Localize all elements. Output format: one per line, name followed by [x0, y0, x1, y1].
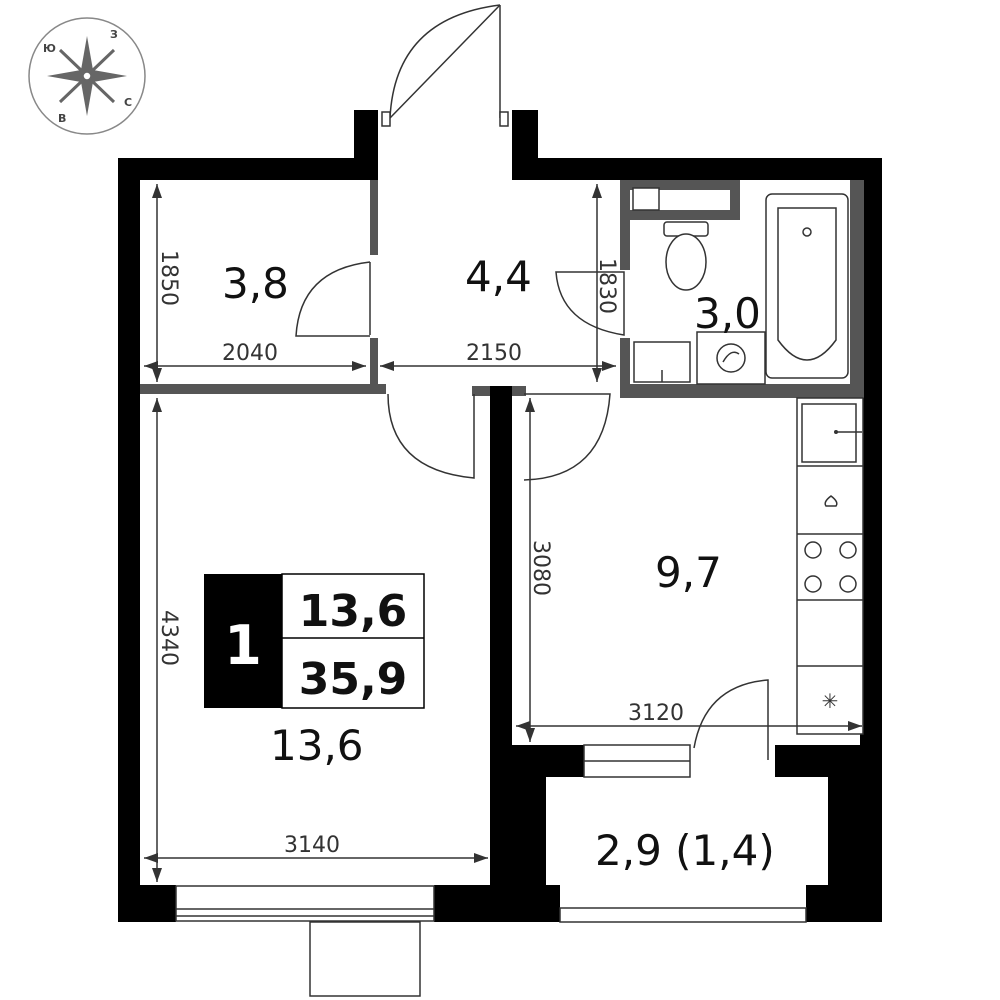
- room-area-hall: 4,4: [465, 252, 532, 301]
- room-area-kitchen: 9,7: [655, 548, 722, 597]
- compass-ring: [28, 17, 146, 135]
- badge-living-area: 13,6: [299, 586, 408, 637]
- compass-letter-north: С: [124, 96, 132, 109]
- badge-area-box: [281, 573, 425, 709]
- bathtub-icon: [765, 193, 849, 379]
- dim-kitchen-width: 3120: [628, 701, 684, 726]
- dim-storage-width: 2040: [222, 341, 278, 366]
- water-heater-icon: [632, 187, 660, 211]
- storage-door[interactable]: [295, 261, 371, 337]
- dim-hall-width: 2150: [466, 341, 522, 366]
- entrance-door[interactable]: [381, 4, 509, 127]
- badge-total-area: 35,9: [299, 654, 408, 705]
- room-area-bathroom: 3,0: [694, 289, 761, 338]
- bathroom-door[interactable]: [555, 271, 625, 336]
- compass-letter-south: Ю: [43, 42, 56, 55]
- compass-letter-west: З: [110, 28, 118, 41]
- compass: Ю З В С: [28, 17, 146, 135]
- window-loggia: [559, 907, 807, 923]
- apartment-badge: 1 13,6 35,9: [204, 573, 425, 709]
- kitchen-sink-icon: [801, 403, 862, 463]
- stove-icon: [804, 541, 857, 593]
- loggia-door[interactable]: [693, 679, 769, 760]
- badge-rooms-box: [204, 574, 282, 708]
- kitchen-door[interactable]: [523, 393, 611, 481]
- room-area-loggia: 2,9 (1,4): [595, 826, 775, 875]
- compass-star-icon: [47, 36, 127, 116]
- dim-living-width: 3140: [284, 833, 340, 858]
- balcony-ledge: [309, 921, 421, 997]
- toilet-icon: [663, 221, 709, 291]
- dim-living-height: 4340: [156, 610, 181, 666]
- dimension-lines: [144, 184, 862, 882]
- inner-walls: [140, 180, 864, 398]
- washing-machine-icon: [696, 331, 766, 385]
- fridge-icon: ✳: [822, 689, 839, 713]
- window-living: [175, 885, 435, 922]
- badge-room-count: 1: [224, 614, 262, 677]
- dim-storage-height: 1850: [156, 250, 181, 306]
- compass-letter-east: В: [58, 112, 66, 125]
- room-area-living: 13,6: [270, 721, 364, 770]
- living-door[interactable]: [387, 393, 475, 479]
- bath-sink-icon: [633, 341, 691, 383]
- gas-icon: [824, 495, 838, 507]
- dim-kitchen-height: 3080: [528, 540, 553, 596]
- outer-walls: [118, 110, 882, 922]
- loggia-door-frame: [583, 744, 691, 778]
- dim-bath-height: 1830: [594, 258, 619, 314]
- room-area-storage: 3,8: [222, 259, 289, 308]
